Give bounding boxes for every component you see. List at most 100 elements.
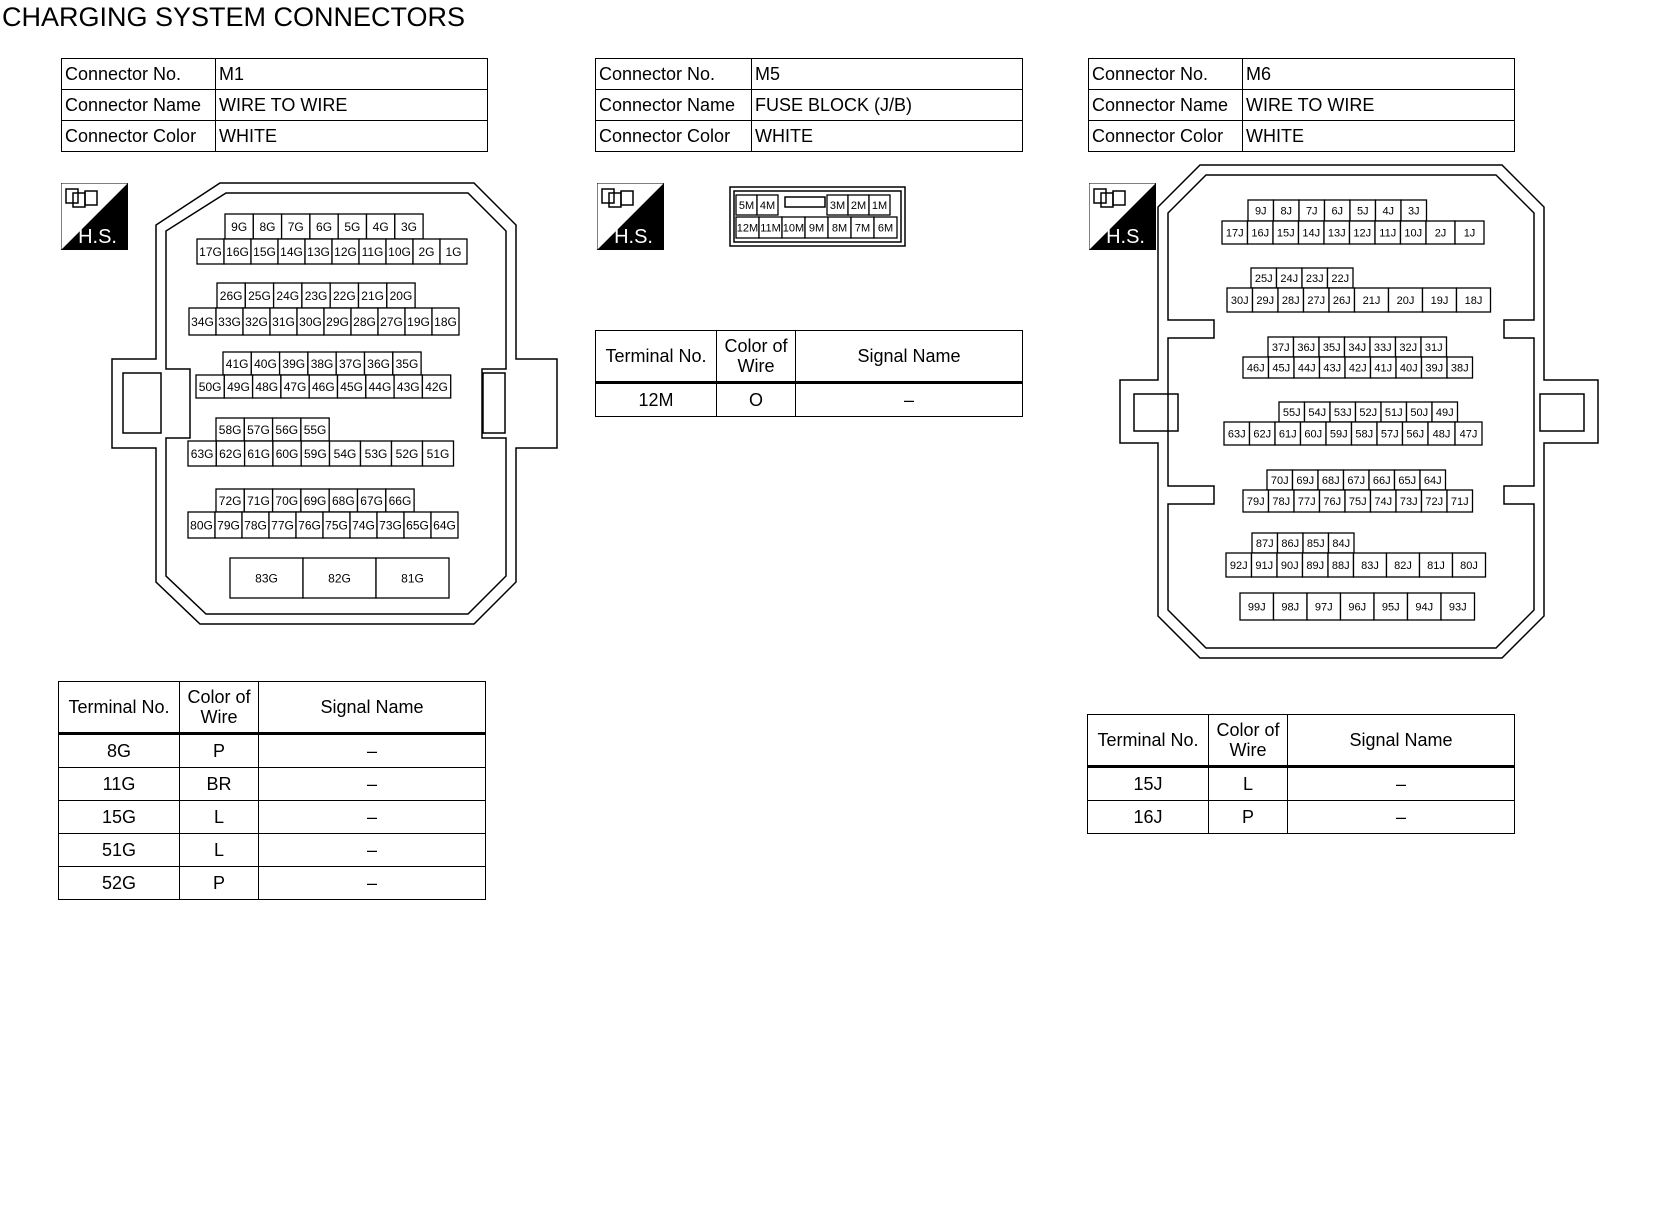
- terminal-pin-label: 21J: [1363, 295, 1381, 307]
- terminal-pin-label: 56J: [1406, 428, 1424, 440]
- terminal-pin-label: 9J: [1255, 205, 1267, 217]
- terminal-pin-label: 4M: [760, 200, 775, 212]
- terminal-pin: [1406, 592, 1442, 621]
- terminal-pin-label: 10M: [783, 222, 804, 234]
- terminal-pin-label: 16J: [1251, 227, 1269, 239]
- terminal-pin-label: 7J: [1306, 205, 1318, 217]
- terminal-pin-label: 56G: [275, 423, 298, 437]
- terminal-pin-label: 69J: [1296, 475, 1314, 487]
- connector-color-row: Connector Color WHITE: [61, 120, 488, 152]
- terminal-no-header: Terminal No.: [595, 330, 717, 383]
- terminal-pin-label: 28J: [1282, 295, 1300, 307]
- terminal-pin-label: 70G: [275, 494, 298, 508]
- terminal-pin-label: 63G: [191, 447, 214, 461]
- connector-no-label: Connector No.: [1088, 58, 1243, 90]
- terminal-pin-label: 65G: [406, 518, 429, 532]
- terminal-pin-label: 79G: [217, 518, 240, 532]
- terminal-pin: [269, 307, 298, 336]
- color-of-wire-line2: Wire: [200, 707, 238, 727]
- terminal-pin-label: 2G: [418, 245, 434, 259]
- terminal-pin: [243, 440, 274, 467]
- terminal-pin-label: 76G: [298, 518, 321, 532]
- terminal-pin: [323, 307, 352, 336]
- signal-name-cell: –: [1287, 800, 1515, 834]
- terminal-pin-label: 53J: [1334, 407, 1352, 419]
- terminal-pin-label: 9M: [809, 222, 824, 234]
- terminal-pin-label: 81J: [1427, 560, 1445, 572]
- terminal-pin-label: 62G: [219, 447, 242, 461]
- terminal-pin-label: 47J: [1460, 428, 1478, 440]
- terminal-pin: [421, 374, 452, 399]
- terminal-pin: [1455, 287, 1492, 313]
- terminal-pin-label: 27G: [380, 315, 403, 329]
- terminal-pin-label: 61J: [1279, 428, 1297, 440]
- terminal-pin: [1226, 287, 1254, 313]
- terminal-pin: [1250, 552, 1278, 578]
- terminal-pin-label: 54G: [334, 447, 357, 461]
- terminal-pin-label: 20G: [390, 289, 413, 303]
- terminal-no-cell: 16J: [1087, 800, 1209, 834]
- terminal-pin-label: 15J: [1277, 227, 1295, 239]
- m1-housing: [111, 182, 558, 625]
- terminal-pin-label: 76J: [1323, 496, 1341, 508]
- terminal-pin-label: 92J: [1230, 560, 1248, 572]
- terminal-pin: [1446, 356, 1474, 379]
- color-of-wire-line1: Color of: [1216, 720, 1280, 740]
- terminal-pin-label: 96J: [1348, 601, 1366, 613]
- terminal-pin: [329, 282, 360, 309]
- terminal-pin-label: 44J: [1298, 362, 1316, 374]
- terminal-pin-label: 82G: [328, 571, 351, 585]
- terminal-pin-label: 5M: [739, 200, 754, 212]
- terminal-pin: [268, 511, 297, 539]
- terminal-pin-label: 12M: [737, 222, 758, 234]
- m6-info-table: Connector No. M6 Connector Name WIRE TO …: [1088, 58, 1515, 152]
- terminal-pin-label: 93J: [1449, 601, 1467, 613]
- connector-no-row: Connector No. M1: [61, 58, 488, 90]
- terminal-no-cell: 51G: [58, 833, 180, 867]
- terminal-pin: [431, 307, 460, 336]
- terminal-pin-label: 25G: [248, 289, 271, 303]
- connector-no-label: Connector No.: [595, 58, 752, 90]
- terminal-pin: [1440, 592, 1476, 621]
- terminal-pin: [359, 440, 393, 467]
- wire-color-cell: P: [179, 866, 259, 900]
- terminal-pin-label: 11G: [362, 245, 384, 259]
- terminal-pin-label: 23G: [305, 289, 328, 303]
- terminal-pin-label: 2M: [851, 200, 866, 212]
- signal-name-cell: –: [258, 866, 486, 900]
- terminal-pin-label: 59J: [1330, 428, 1348, 440]
- terminal-pin-label: 50G: [199, 380, 222, 394]
- terminal-pin-label: 24J: [1280, 273, 1298, 285]
- terminal-pin-label: 77J: [1298, 496, 1316, 508]
- terminal-pin-label: 20J: [1397, 295, 1415, 307]
- terminal-pin-label: 24G: [276, 289, 299, 303]
- terminal-pin-label: 73J: [1400, 496, 1418, 508]
- terminal-pin-label: 5J: [1357, 205, 1369, 217]
- connector-color-value: WHITE: [751, 120, 1023, 152]
- terminal-pin-label: 34G: [191, 315, 214, 329]
- terminal-no-cell: 12M: [595, 382, 717, 417]
- terminal-pin-label: 26J: [1333, 295, 1351, 307]
- terminal-pin-label: 33G: [218, 315, 241, 329]
- connector-color-row: Connector Color WHITE: [595, 120, 1023, 152]
- connector-no-row: Connector No. M6: [1088, 58, 1515, 90]
- terminal-pin-label: 78J: [1272, 496, 1290, 508]
- terminal-pin-label: 44G: [369, 380, 392, 394]
- terminal-pin: [280, 213, 311, 240]
- terminal-pin-label: 42J: [1349, 362, 1367, 374]
- terminal-pin: [386, 282, 416, 309]
- terminal-pin-label: 48J: [1433, 428, 1451, 440]
- terminal-pin-label: 12G: [334, 245, 357, 259]
- terminal-pin-label: 31G: [272, 315, 295, 329]
- terminal-pin: [375, 557, 450, 599]
- terminal-pin-label: 65J: [1398, 475, 1416, 487]
- terminal-pin-label: 7G: [288, 220, 304, 234]
